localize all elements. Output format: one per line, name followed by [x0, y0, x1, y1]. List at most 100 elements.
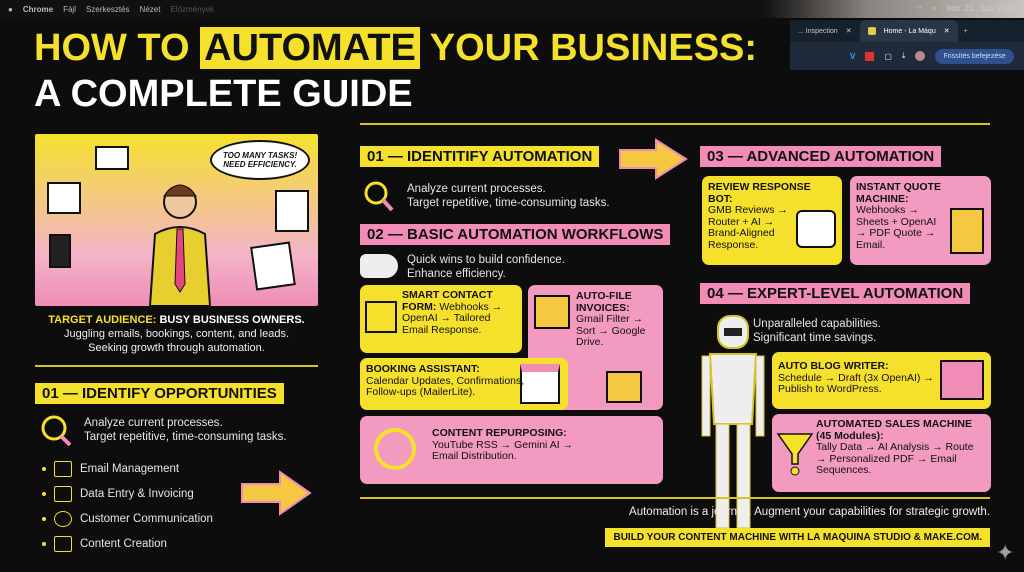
document-edit-icon [54, 485, 72, 502]
list-item: Content Creation [42, 531, 213, 556]
hero-illustration: TOO MANY TASKS! NEED EFFICIENCY. [35, 134, 318, 306]
pointing-robot-hand-icon [360, 254, 398, 278]
list-item: Email Management [42, 456, 213, 481]
card-body: GMB Reviews → Router + AI → Brand-Aligne… [708, 204, 788, 251]
desc-line: Target repetitive, time-consuming tasks. [84, 431, 287, 443]
desc-line: Unparalleled capabilities. [753, 318, 881, 330]
desc-line: Quick wins to build confidence. [407, 254, 565, 266]
section-01-label: 01 — IDENTITIFY AUTOMATION [360, 146, 600, 167]
menu-edit[interactable]: Szerkesztés [85, 4, 130, 14]
update-button[interactable]: Frissítés befejezése [935, 48, 1014, 64]
macos-menubar: ● Chrome Fájl Szerkesztés Nézet Előzmény… [0, 0, 1024, 18]
smartphone-icon [49, 234, 71, 268]
tab-label: Home - La Máqu [883, 27, 936, 35]
clock[interactable]: febr. 21., Szo 17:04 [946, 4, 1016, 13]
section-03-label: 03 — ADVANCED AUTOMATION [700, 146, 942, 167]
list-item: Data Entry & Invoicing [42, 481, 213, 506]
card-body: Gmail Filter → Sort → Google Drive. [576, 313, 646, 348]
menubar-background [764, 0, 1024, 18]
footer-tagline: Automation is a journey. Augment your ca… [629, 506, 990, 518]
card-title: REVIEW RESPONSE BOT: [708, 181, 811, 205]
arrow-right-icon [241, 470, 312, 516]
s01-desc: Analyze current processes.Target repetit… [407, 182, 610, 210]
divider [360, 123, 990, 125]
refresh-video-icon [374, 428, 416, 470]
menu-history[interactable]: Előzmények [170, 4, 215, 14]
card-title: SMART CONTACT FORM: [402, 289, 493, 313]
section-02-label: 02 — BASIC AUTOMATION WORKFLOWS [360, 224, 671, 245]
favicon-icon [867, 27, 876, 35]
card-title: BOOKING ASSISTANT: [366, 363, 480, 375]
calculator-document-icon [950, 208, 984, 254]
card-smart-contact-form: SMART CONTACT FORM: Webhooks → OpenAI → … [360, 285, 522, 353]
extension-v-icon[interactable]: V [850, 51, 856, 61]
search-icon[interactable]: ⌕ [932, 4, 937, 13]
menu-file[interactable]: Fájl [63, 4, 76, 14]
divider [35, 365, 318, 367]
typewriter-icon [940, 360, 984, 400]
title-line-2: A COMPLETE GUIDE [34, 73, 413, 115]
card-title: INSTANT QUOTE MACHINE: [856, 181, 941, 205]
card-body: Webhooks → OpenAI → Tailored Email Respo… [402, 300, 503, 336]
desc-line: Enhance efficiency. [407, 268, 506, 280]
folder-document-icon [606, 371, 642, 403]
gear-magnifier-icon [36, 412, 76, 448]
gear-magnifier-icon [360, 178, 398, 214]
card-instant-quote-machine: INSTANT QUOTE MACHINE:Webhooks → Sheets … [850, 176, 991, 265]
title-highlight: AUTOMATE [200, 27, 420, 69]
close-icon[interactable]: ✕ [845, 28, 852, 35]
bullet [42, 541, 46, 546]
download-icon[interactable]: ⤓ [901, 51, 906, 60]
speech-bubble: TOO MANY TASKS! NEED EFFICIENCY. [210, 140, 310, 180]
card-body: Tally Data → AI Analysis → Route → Perso… [816, 441, 974, 476]
card-booking-assistant: BOOKING ASSISTANT:Calendar Updates, Conf… [360, 358, 568, 410]
apple-icon[interactable]: ● [8, 4, 13, 14]
footer-banner: BUILD YOUR CONTENT MACHINE WITH LA MAQUI… [605, 528, 990, 547]
stressed-businessman-icon [148, 184, 212, 306]
menu-app[interactable]: Chrome [22, 4, 54, 14]
card-review-response-bot: REVIEW RESPONSE BOT:GMB Reviews → Router… [702, 176, 842, 265]
divider [360, 497, 990, 499]
card-body: Schedule → Draft (3x OpenAI) → Publish t… [778, 371, 934, 395]
bullet [42, 491, 46, 496]
title-post: YOUR BUSINESS: [429, 27, 758, 69]
extension-red-icon[interactable] [865, 51, 875, 61]
browser-window: ... Inspection ✕ Home - La Máqu ✕ + V ▢ ⤓ … [790, 20, 1024, 70]
desc-line: Significant time savings. [753, 332, 877, 344]
target-audience: TARGET AUDIENCE: BUSY BUSINESS OWNERS. J… [20, 313, 333, 355]
card-title: AUTO-FILE INVOICES: [576, 290, 632, 314]
robot-icon [701, 315, 765, 529]
card-auto-blog-writer: AUTO BLOG WRITER:Schedule → Draft (3x Op… [772, 352, 991, 409]
audience-label: TARGET AUDIENCE: [48, 314, 157, 326]
avatar[interactable] [915, 51, 926, 61]
wifi-icon[interactable]: ◠ [915, 4, 923, 13]
new-tab-button[interactable]: + [963, 27, 968, 35]
envelope-icon [54, 460, 72, 477]
s04-desc: Unparalleled capabilities. Significant ti… [753, 317, 881, 345]
opportunities-list: Email Management Data Entry & Invoicing … [42, 456, 213, 556]
close-icon[interactable]: ✕ [943, 28, 950, 35]
papers-icon [250, 241, 296, 291]
document-icon [275, 190, 309, 232]
browser-toolbar: V ▢ ⤓ Frissítés befejezése [790, 42, 1024, 70]
audience-value: BUSY BUSINESS OWNERS. [159, 314, 305, 326]
extensions-icon[interactable]: ▢ [884, 51, 892, 61]
s02-desc: Quick wins to build confidence. Enhance e… [407, 253, 565, 281]
audience-line: Seeking growth through automation. [88, 342, 265, 354]
tab-bar: ... Inspection ✕ Home - La Máqu ✕ + [790, 20, 1024, 42]
menu-view[interactable]: Nézet [139, 4, 161, 14]
tab-home[interactable]: Home - La Máqu ✕ [859, 20, 958, 42]
tab-inspection[interactable]: ... Inspection ✕ [790, 20, 860, 42]
calendar-check-icon [520, 364, 560, 404]
money-funnel-icon [776, 433, 814, 476]
bullet [42, 516, 46, 521]
desc-line: Analyze current processes. [407, 183, 546, 195]
list-label: Email Management [80, 462, 180, 475]
bullet [42, 466, 46, 471]
list-item: Customer Communication [42, 506, 213, 531]
chat-bubbles-icon [54, 510, 72, 527]
list-label: Content Creation [80, 537, 167, 550]
tab-label: ... Inspection [798, 27, 838, 35]
star-reviews-chat-icon [796, 210, 836, 248]
calendar-icon [47, 182, 81, 214]
